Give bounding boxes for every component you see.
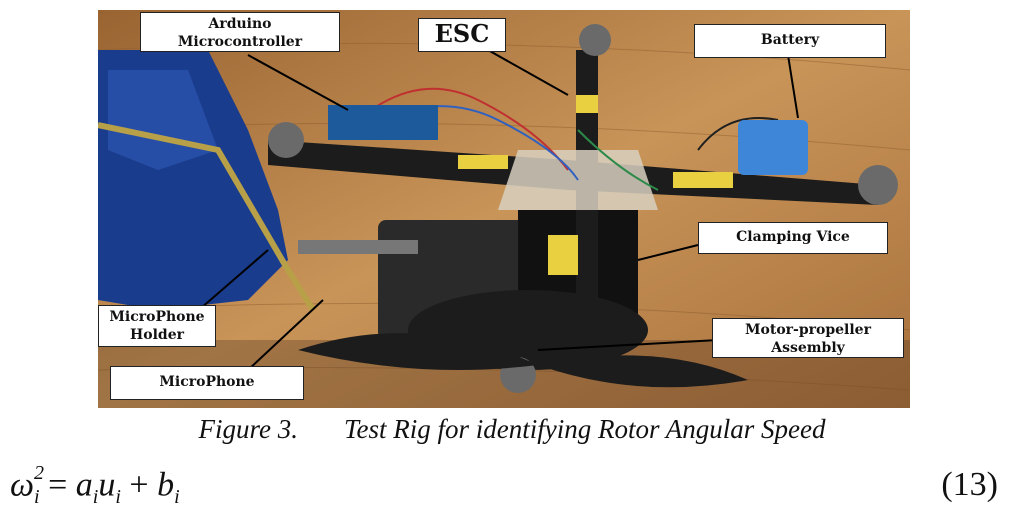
motors (268, 24, 898, 393)
label-esc: ESC (418, 18, 506, 52)
propeller (298, 333, 748, 388)
figure-caption: Figure 3. Test Rig for identifying Rotor … (0, 414, 1024, 445)
esc-modules (458, 95, 733, 275)
arduino-board (328, 105, 438, 140)
label-arduino-line1: Arduino (208, 16, 272, 32)
battery (738, 120, 808, 175)
label-motor-propeller-line2: Assembly (771, 340, 845, 356)
microphone-holder-rod (98, 122, 316, 312)
label-motor-propeller: Motor-propeller Assembly (712, 318, 904, 358)
annotation-arrows (192, 49, 799, 371)
figure-number: Figure 3. (198, 414, 298, 444)
figure-caption-text: Test Rig for identifying Rotor Angular S… (343, 414, 826, 444)
test-rig-photo (98, 10, 910, 408)
label-arduino-line2: Microcontroller (177, 34, 303, 50)
label-microphone-holder-line2: Holder (130, 327, 184, 343)
label-battery: Battery (694, 24, 886, 58)
label-microphone-holder: MicroPhone Holder (98, 305, 216, 347)
label-clamping-vice: Clamping Vice (698, 222, 888, 254)
wires (357, 87, 779, 191)
label-motor-propeller-line1: Motor-propeller (745, 322, 871, 338)
equation-number: (13) (941, 466, 998, 503)
equation: ω2i = aiui + bi (10, 462, 180, 509)
label-arduino: Arduino Microcontroller (140, 12, 340, 52)
label-microphone-holder-line1: MicroPhone (109, 309, 205, 325)
label-microphone: MicroPhone (110, 366, 304, 400)
